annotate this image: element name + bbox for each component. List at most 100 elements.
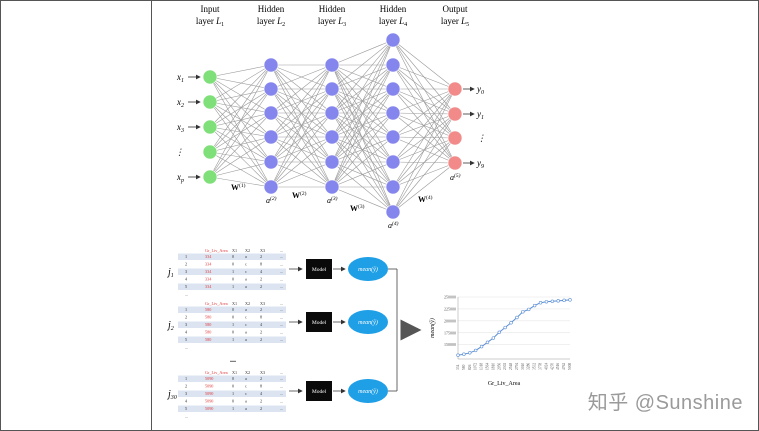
connection-edge (209, 88, 272, 178)
table-cell: 2 (260, 330, 262, 335)
table-cell: 2 (185, 384, 187, 389)
table-row-band (178, 321, 286, 328)
x-tick-label: 2794 (515, 363, 519, 370)
y-axis-label: mean(ŷ) (429, 318, 436, 338)
input-node (202, 144, 218, 160)
layer-title: Input (201, 4, 220, 14)
hidden-node (324, 105, 340, 121)
table-header-cell: Gr_Liv_Area (205, 301, 228, 306)
mean-ellipse (348, 257, 388, 281)
table-cell: ... (280, 406, 283, 411)
connection-edge (392, 88, 456, 213)
chart-point (562, 298, 566, 303)
input-label: x1 (176, 72, 184, 84)
table-cell: 4 (185, 330, 188, 335)
table-cell: 334 (205, 277, 212, 282)
x-tick-label: 3286 (527, 363, 531, 370)
connection-edge (331, 88, 394, 188)
output-label: ⋮ (477, 133, 486, 143)
hidden-node (263, 81, 279, 97)
x-tick-label: 2302 (503, 363, 507, 370)
table-cell: c (245, 384, 247, 389)
x-tick-label: 2056 (497, 363, 501, 370)
chart-point (515, 315, 519, 320)
connection-edge (331, 39, 394, 188)
block-label: j30 (166, 389, 177, 401)
table-row-band (178, 336, 286, 343)
table-cell: 8 (260, 384, 262, 389)
table-cell: 1 (185, 254, 187, 259)
connection-edge (392, 113, 456, 213)
connection-edge (392, 88, 456, 138)
mean-ellipse (348, 310, 388, 334)
table-header-cell: X3 (260, 301, 265, 306)
weight-label: W(1) (231, 182, 246, 192)
connection-edge (209, 176, 272, 188)
layer-title: Output (442, 4, 468, 14)
connection-edge (209, 136, 272, 178)
x-tick-label: 4024 (544, 363, 548, 370)
table-header-cell: ... (280, 370, 283, 375)
table-cell: 2 (260, 307, 262, 312)
chart-point (503, 325, 507, 330)
table-row-band (178, 283, 286, 290)
table-cell: c (245, 269, 247, 274)
connection-edge (331, 112, 394, 213)
x-tick-label: 1810 (491, 363, 495, 370)
connection-edge (392, 64, 456, 90)
table-cell: 0 (232, 399, 234, 404)
connection-edge (270, 64, 333, 163)
connection-edge (209, 64, 272, 178)
input-label: ⋮ (175, 147, 184, 157)
x-tick-label: 1318 (480, 363, 484, 370)
chart-point (497, 330, 501, 334)
table-cell: 1 (185, 307, 187, 312)
table-cell: 0 (232, 307, 234, 312)
weight-label: W(4) (418, 194, 433, 204)
connection-edge (209, 101, 272, 138)
chart-point (550, 299, 555, 303)
table-cell: a (245, 277, 247, 282)
y-tick-label: 250000 (444, 295, 456, 300)
table-row-band (178, 253, 286, 260)
hidden-node (324, 179, 340, 195)
table-cell: a (245, 307, 247, 312)
table-cell: 5 (185, 284, 187, 289)
table-cell: 0 (232, 277, 234, 282)
hidden-node (385, 129, 401, 145)
table-cell: 4 (260, 269, 263, 274)
weight-label: W(3) (350, 203, 365, 213)
connection-edge (270, 88, 333, 188)
connection-edge (331, 112, 394, 138)
table-cell: ... (280, 277, 283, 282)
hidden-node (263, 129, 279, 145)
x-tick-label: 4762 (562, 363, 566, 370)
hidden-node (324, 81, 340, 97)
table-cell: 0 (232, 315, 234, 320)
table-cell: 334 (205, 262, 212, 267)
chart-point (473, 348, 478, 353)
layer-subtitle: layer L2 (257, 16, 285, 28)
table-cell: 1 (232, 322, 234, 327)
layer-title: Hidden (380, 4, 407, 14)
model-box (306, 381, 332, 401)
model-label: Model (312, 320, 327, 326)
table-cell: 2 (260, 284, 262, 289)
table-cell: 1 (232, 284, 234, 289)
hidden-node (263, 154, 279, 170)
x-axis-label: Gr_Liv_Area (488, 381, 521, 387)
table-cell: a (245, 330, 247, 335)
hidden-node (385, 105, 401, 121)
output-node (447, 106, 463, 122)
connection-edge (270, 136, 333, 163)
table-cell: 1 (185, 376, 187, 381)
hidden-node (263, 57, 279, 73)
x-tick-label: 1564 (485, 363, 489, 370)
connection-edge (209, 76, 272, 114)
connection-edge (209, 136, 272, 153)
connection-edge (209, 76, 272, 138)
layer-title: Hidden (258, 4, 285, 14)
